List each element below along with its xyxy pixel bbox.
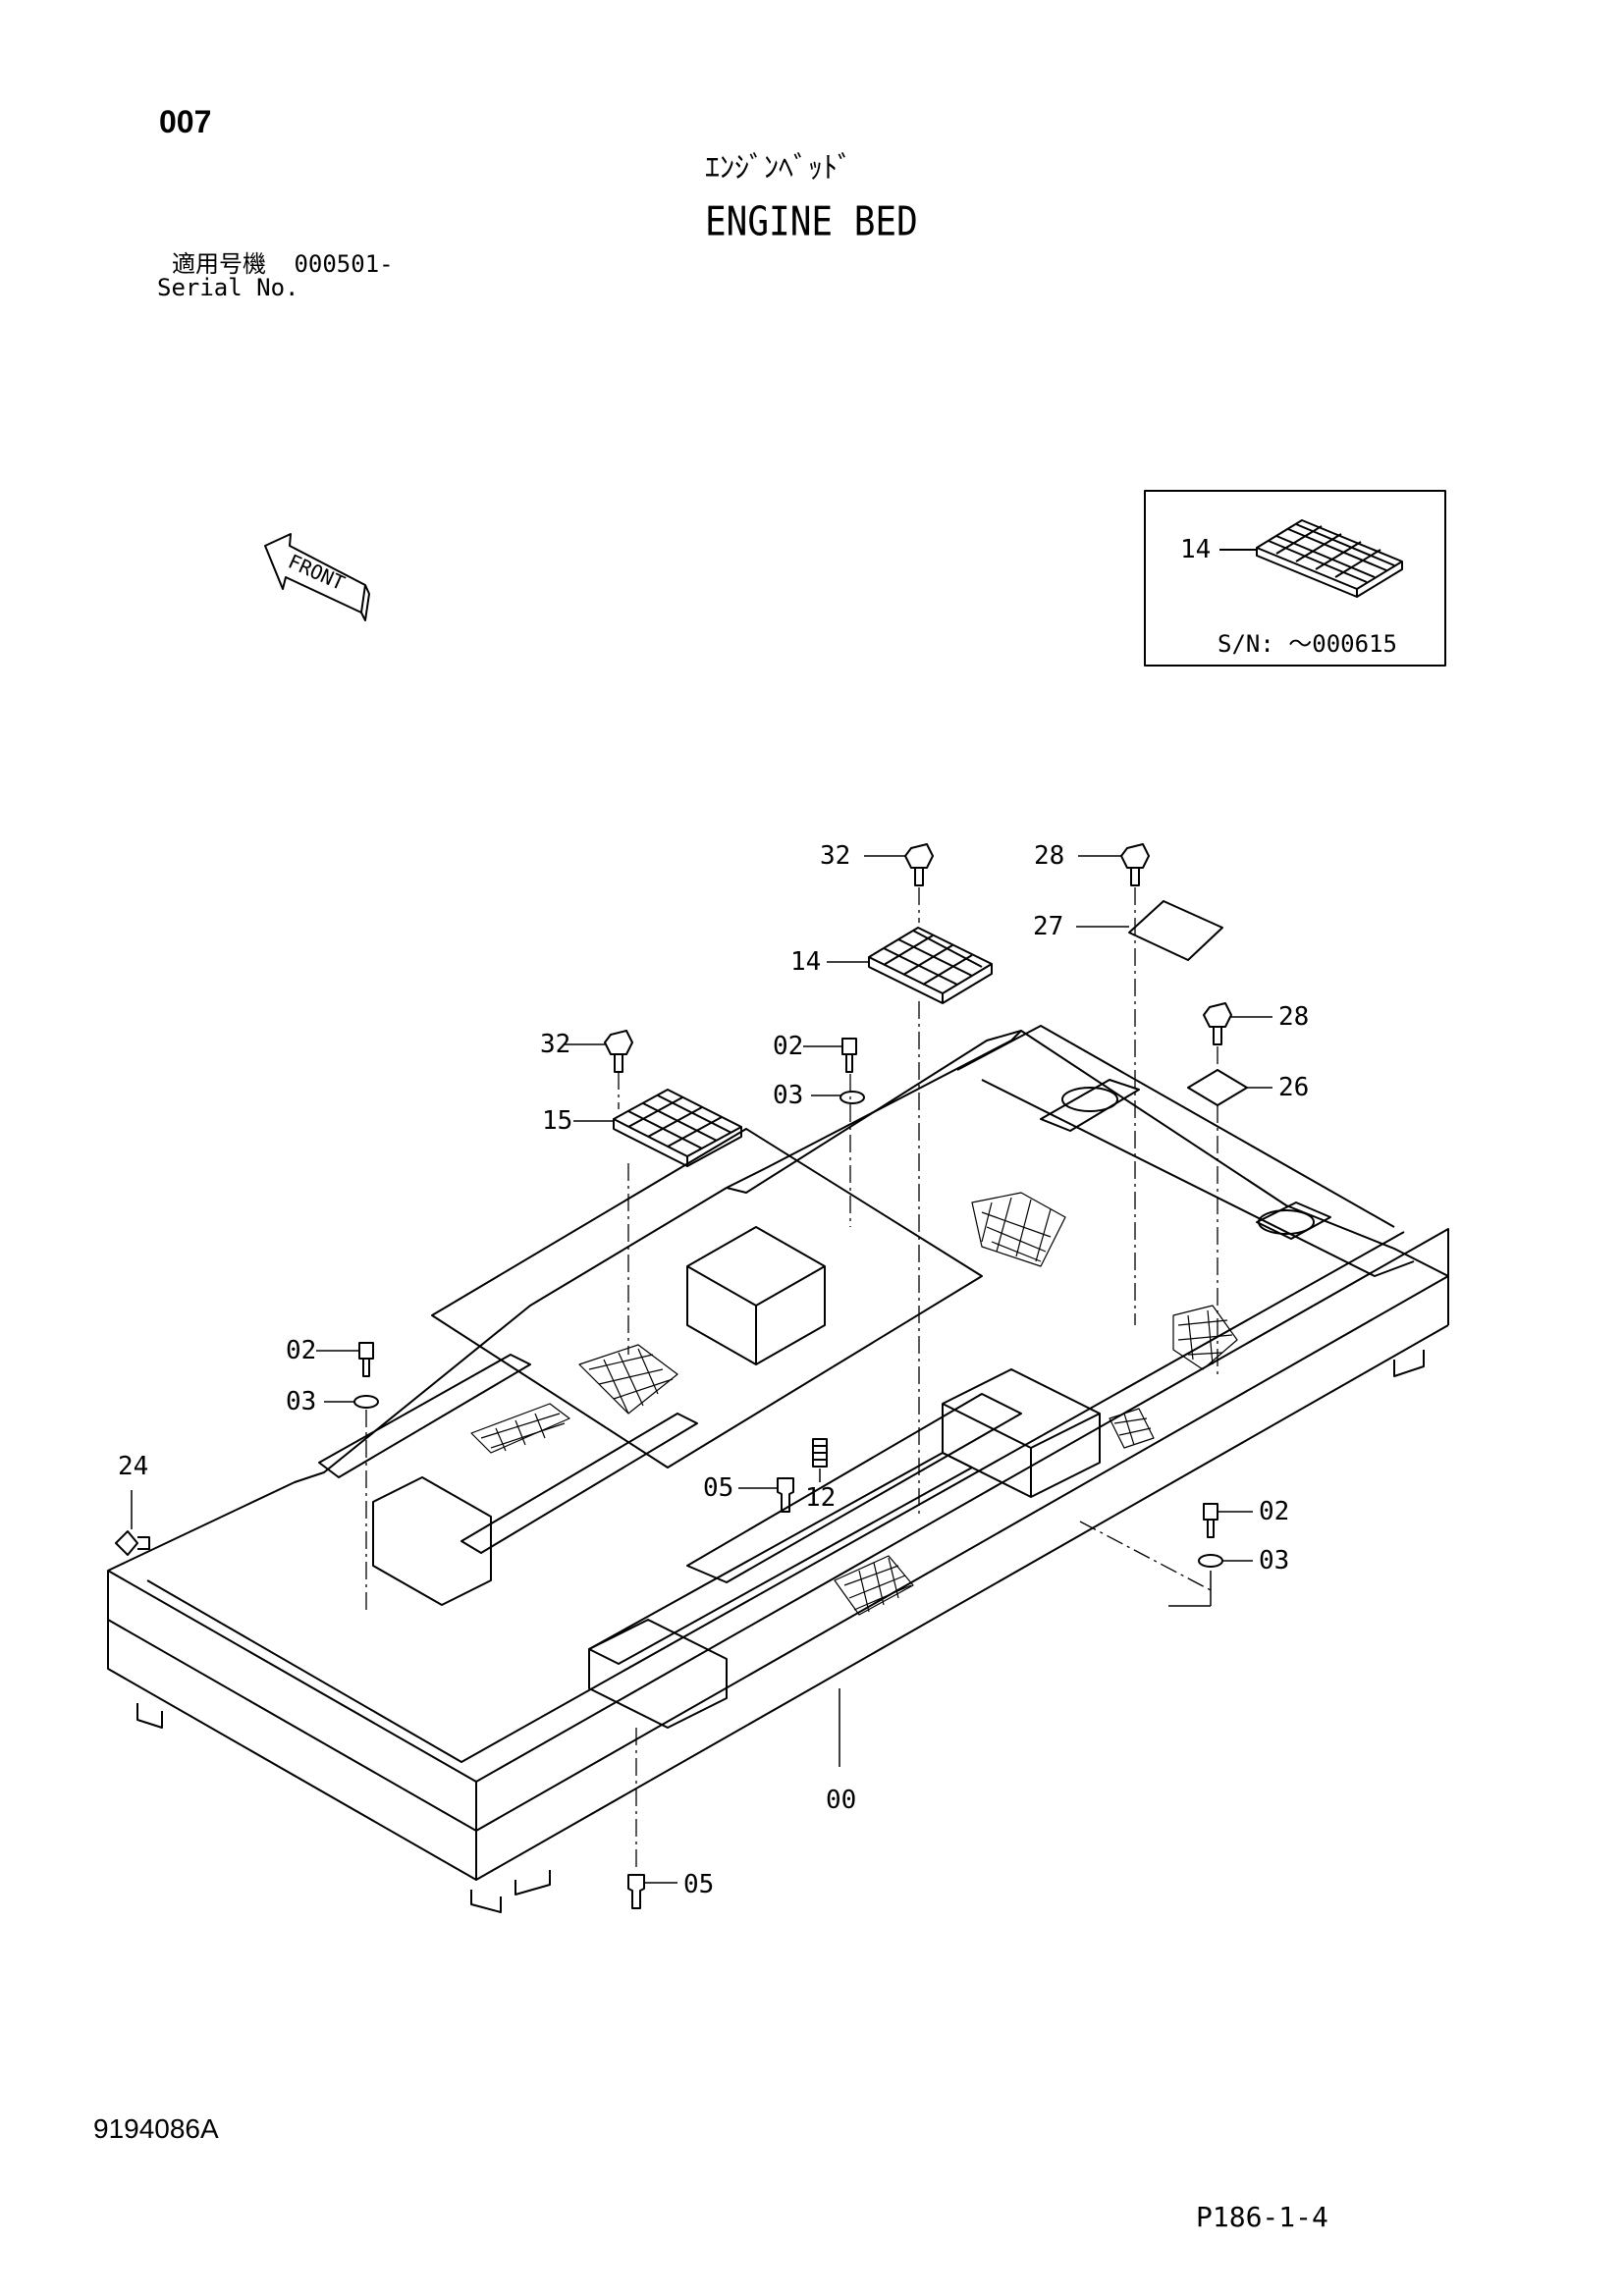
serial-label-english: Serial No. <box>157 274 299 301</box>
leader-lines <box>131 855 1272 1884</box>
callout-24: 24 <box>118 1452 148 1481</box>
callout-02a: 02 <box>773 1032 803 1061</box>
callout-28b: 28 <box>1278 1002 1309 1032</box>
callout-labels: 32 28 27 14 28 32 02 26 03 15 02 03 24 0… <box>118 535 1397 1899</box>
grid-pad-14 <box>868 927 993 1004</box>
bolt-icon-02a <box>841 1038 857 1073</box>
page-number: 007 <box>159 104 212 139</box>
callout-32b: 32 <box>540 1030 570 1059</box>
callout-27: 27 <box>1033 912 1063 941</box>
bolt-icon-02b <box>358 1342 374 1377</box>
serial-value: 000501- <box>294 250 394 278</box>
page-title: ENGINE BED <box>705 198 918 245</box>
callout-02c: 02 <box>1259 1497 1289 1526</box>
serial-label-japanese: 適用号機 000501- <box>172 252 394 276</box>
title-japanese: ｴﾝｼﾞﾝﾍﾞｯﾄﾞ <box>705 151 852 186</box>
washer-icon-03a <box>839 1091 865 1104</box>
inset-serial-note: S/N: ～000615 <box>1218 630 1397 658</box>
page-reference: P186-1-4 <box>1196 2201 1328 2233</box>
callout-12: 12 <box>805 1483 836 1513</box>
document-id: 9194086A <box>93 2113 219 2144</box>
cover-plate-27 <box>1128 900 1223 961</box>
inset-grid-pad <box>1256 519 1403 598</box>
callout-02b: 02 <box>286 1336 316 1365</box>
engine-bed-frame <box>107 1025 1449 1913</box>
bolt-icon-32b <box>604 1030 633 1073</box>
callout-28a: 28 <box>1034 841 1064 871</box>
inset-box <box>1144 490 1446 667</box>
callout-05b: 05 <box>683 1870 714 1899</box>
callout-00: 00 <box>826 1786 856 1815</box>
pin-icon-05b <box>627 1874 645 1909</box>
callout-15: 15 <box>542 1106 572 1136</box>
callout-14: 14 <box>790 947 821 977</box>
pin-icon-05a <box>777 1477 794 1513</box>
cover-plate-26 <box>1187 1069 1248 1106</box>
washer-icon-03c <box>1198 1554 1223 1568</box>
bolt-icon-28b <box>1203 1002 1232 1045</box>
spring-icon-12 <box>812 1438 828 1468</box>
front-arrow-icon: FRONT <box>264 533 370 621</box>
serial-label-jp-text: 適用号機 <box>172 250 266 278</box>
bolt-icon-28a <box>1120 843 1150 886</box>
callout-03c: 03 <box>1259 1546 1289 1575</box>
front-label: FRONT <box>285 550 349 595</box>
callout-03b: 03 <box>286 1387 316 1416</box>
callout-05a: 05 <box>703 1473 733 1503</box>
callout-03a: 03 <box>773 1081 803 1110</box>
assembly-lines <box>365 887 1218 1870</box>
plug-icon-24 <box>115 1530 150 1556</box>
bolt-icon-32a <box>904 843 934 886</box>
inset-callout-14: 14 <box>1180 535 1211 564</box>
mesh-panel <box>470 1192 1238 1616</box>
bolt-icon-02c <box>1203 1503 1218 1538</box>
callout-26: 26 <box>1278 1073 1309 1102</box>
callout-32a: 32 <box>820 841 850 871</box>
washer-icon-03b <box>353 1395 379 1409</box>
grid-pad-15 <box>613 1089 742 1167</box>
